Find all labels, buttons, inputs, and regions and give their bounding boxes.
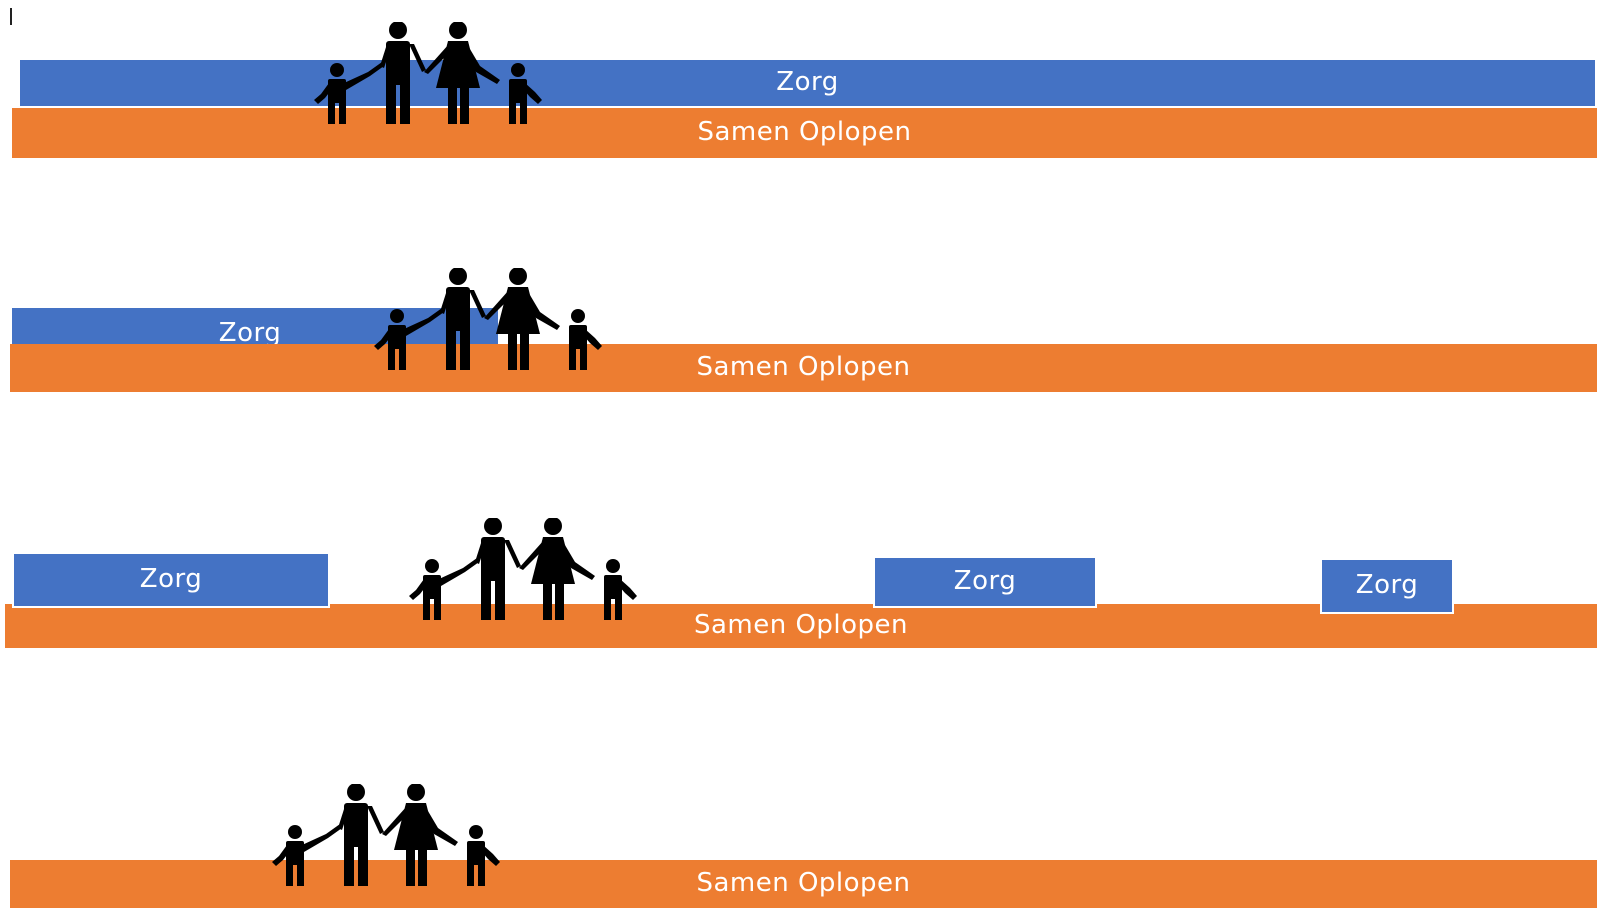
family-icon xyxy=(268,784,508,888)
zorg-label: Zorg xyxy=(1355,570,1419,600)
zorg-label: Zorg xyxy=(218,318,282,348)
zorg-bar: Zorg xyxy=(12,552,330,608)
samen-oplopen-label: Samen Oplopen xyxy=(696,352,911,382)
zorg-bar: Zorg xyxy=(18,58,1597,108)
samen-oplopen-label: Samen Oplopen xyxy=(696,868,911,898)
samen-oplopen-label: Samen Oplopen xyxy=(693,610,909,640)
zorg-label: Zorg xyxy=(139,564,203,594)
zorg-bar: Zorg xyxy=(873,556,1097,608)
samen-oplopen-bar: Samen Oplopen xyxy=(10,344,1597,392)
text-cursor xyxy=(10,8,12,25)
zorg-label: Zorg xyxy=(953,566,1017,596)
samen-oplopen-label: Samen Oplopen xyxy=(697,117,912,147)
zorg-label: Zorg xyxy=(776,67,839,97)
family-icon xyxy=(310,22,550,126)
zorg-bar: Zorg xyxy=(1320,558,1454,614)
family-icon xyxy=(370,268,610,372)
samen-oplopen-bar: Samen Oplopen xyxy=(12,108,1597,158)
family-icon xyxy=(405,518,645,622)
samen-oplopen-bar: Samen Oplopen xyxy=(10,860,1597,908)
